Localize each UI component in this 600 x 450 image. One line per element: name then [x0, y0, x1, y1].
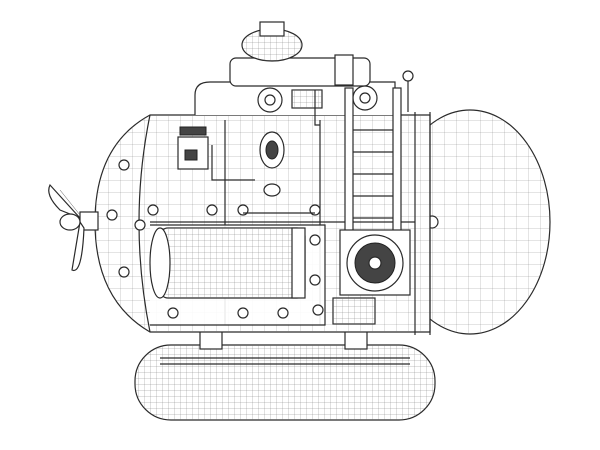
hull-details [177, 90, 320, 214]
fan-icon [332, 229, 411, 325]
conning-tower [194, 21, 414, 115]
propeller-icon [48, 183, 99, 272]
rivets [106, 159, 324, 319]
pontoon [134, 324, 436, 421]
cylinder-tank [149, 227, 306, 299]
